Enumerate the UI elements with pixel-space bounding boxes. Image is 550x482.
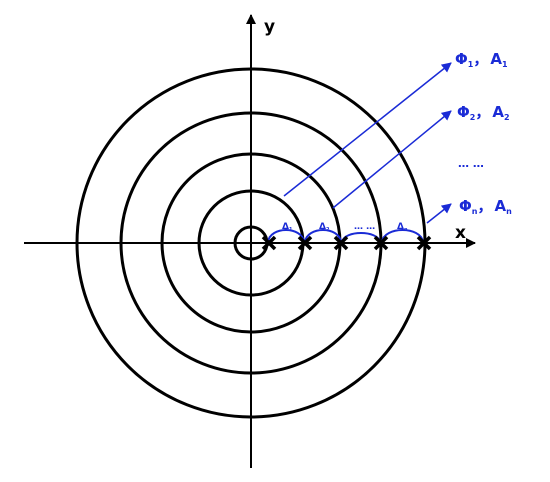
arrow-phin — [426, 203, 452, 224]
brace-dots — [341, 232, 381, 243]
ellipsis-right: … … — [458, 157, 484, 170]
marker-3 — [333, 235, 349, 251]
ellipsis-axis: … … — [354, 222, 375, 232]
label-phin-an: Φn，An — [459, 197, 512, 216]
brace-delta1 — [267, 229, 305, 243]
delta2-label: Δ2 — [319, 222, 330, 233]
y-axis-label: y — [264, 17, 275, 37]
deltan-label: Δn — [397, 222, 408, 233]
marker-4 — [373, 235, 389, 251]
arrow-phi1 — [283, 62, 452, 197]
label-phi1-a1: Φ1，A1 — [455, 50, 508, 69]
arrow-phi2 — [332, 110, 452, 209]
marker-5 — [416, 235, 432, 251]
delta1-label: Δ1 — [282, 222, 293, 233]
brace-delta2 — [304, 229, 342, 243]
x-axis-label: x — [455, 223, 466, 243]
marker-2 — [297, 235, 313, 251]
label-phi2-a2: Φ2，A2 — [457, 103, 510, 122]
marker-1 — [261, 235, 277, 251]
